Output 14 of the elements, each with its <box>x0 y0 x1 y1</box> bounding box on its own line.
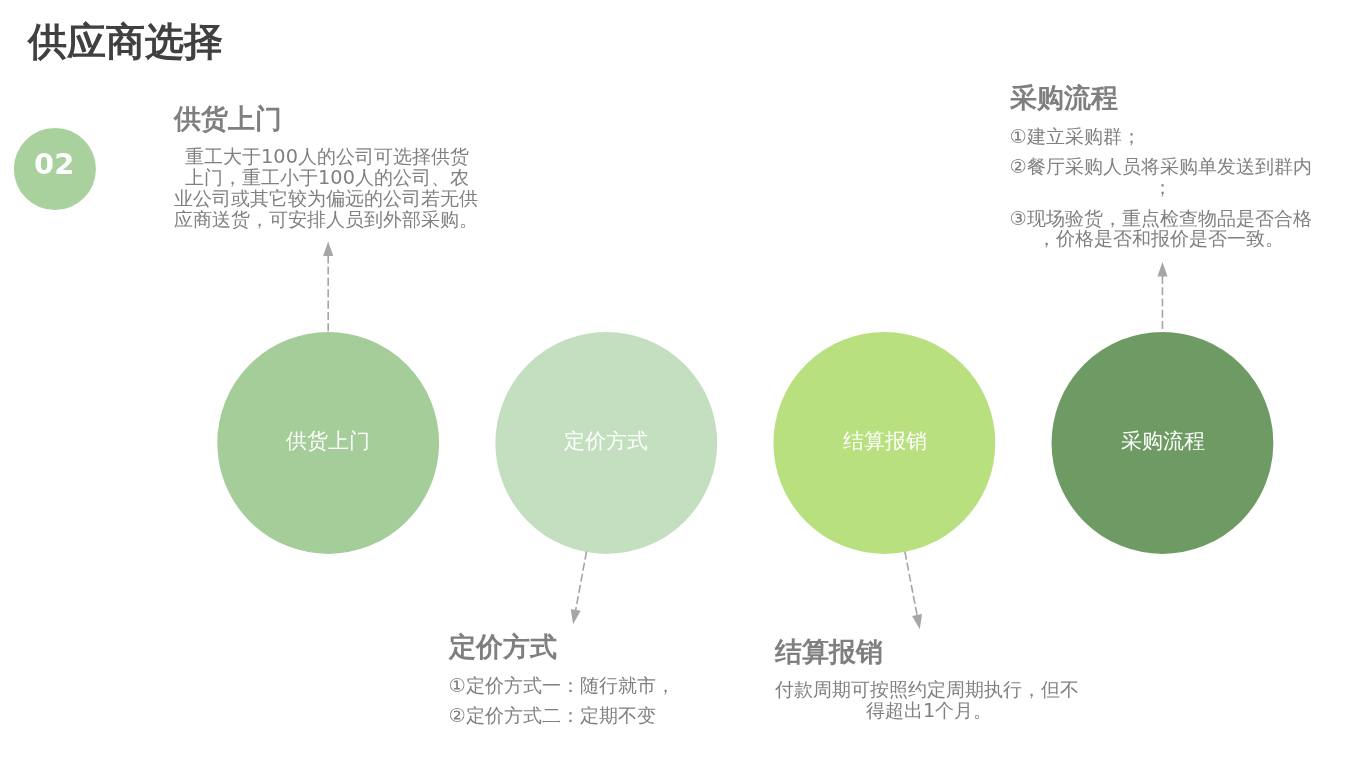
arrow <box>570 550 588 625</box>
node-circle: 结算报销 <box>773 332 996 554</box>
diagram-title: 供应商选择 <box>27 19 223 65</box>
node-text: 结算报销 付款周期可按照约定周期执行，但不得超出1个月。 <box>775 635 1080 723</box>
node-circle: 采购流程 <box>1051 332 1274 554</box>
arrow <box>323 241 334 334</box>
arrow <box>904 550 923 630</box>
node-text: 定价方式 ①定价方式一：随行就市， ②定价方式二：定期不变 <box>448 631 676 728</box>
node-text: 采购流程 ①建立采购群； ②餐厅采购人员将采购单发送到群内； ③现场验货，重点检查物品是否合格，价格是否和报价是否一致。 <box>1009 82 1313 251</box>
node-text: 供货上门 重工大于100人的公司可选择供货上门，重工小于100人的公司、农业公司或其它较为偏远的公司若无供应商送货，可安排人员到外部采购。 <box>173 103 478 232</box>
node-circle: 定价方式 <box>495 332 718 554</box>
node-circle: 供货上门 <box>217 332 440 554</box>
node-circle: 02 <box>13 127 96 210</box>
arrow <box>1157 262 1168 334</box>
